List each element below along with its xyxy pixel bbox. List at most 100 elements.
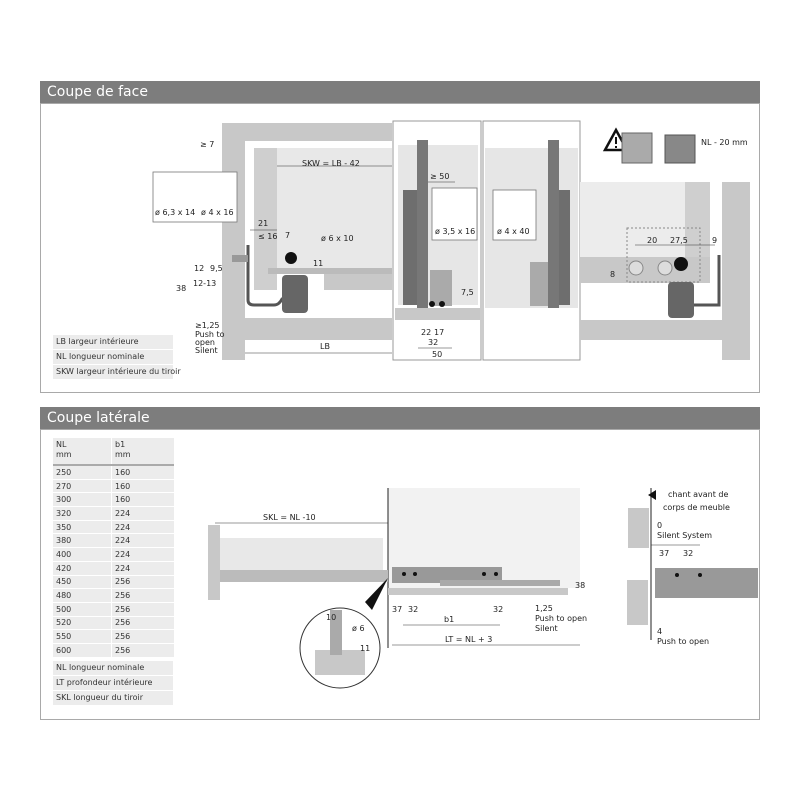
cell-nl: 270 bbox=[53, 479, 112, 494]
dimension-labels: ≥ 7 SKW = LB - 42 ø 6,3 x 14 ø 4 x 16 21… bbox=[155, 138, 748, 653]
clip-icon bbox=[621, 132, 653, 164]
dimension-label: 0 bbox=[657, 521, 662, 530]
cell-nl: 380 bbox=[53, 533, 112, 549]
dimension-label: NL - 20 mm bbox=[701, 138, 748, 147]
dimension-label: 11 bbox=[313, 259, 323, 268]
dimension-label: 38 bbox=[575, 581, 585, 590]
cell-b1: 224 bbox=[111, 547, 174, 562]
dimension-label: ø 6 x 10 bbox=[321, 234, 354, 243]
front-section-drawing bbox=[152, 120, 750, 361]
legend-laterale: NL longueur nominale LT profondeur intér… bbox=[53, 661, 173, 706]
dimension-label: Push to bbox=[195, 330, 225, 339]
dimension-label: 32 bbox=[428, 338, 438, 347]
cell-b1: 256 bbox=[111, 629, 174, 644]
dimension-label: 37 bbox=[659, 549, 669, 558]
cell-b1: 160 bbox=[111, 465, 174, 480]
dimension-label: 4 bbox=[657, 627, 662, 636]
dimension-label: 9,5 bbox=[210, 264, 223, 273]
dimension-label: Silent System bbox=[657, 531, 712, 540]
dimension-label: LT = NL + 3 bbox=[445, 635, 492, 644]
cell-nl: 450 bbox=[53, 575, 112, 590]
legend-item: LT profondeur intérieure bbox=[53, 676, 173, 690]
dimension-label: SKW = LB - 42 bbox=[302, 159, 360, 168]
dimension-label: ø 4 x 40 bbox=[497, 227, 530, 236]
locking-device-icon bbox=[664, 134, 696, 164]
dimension-label: LB bbox=[320, 342, 330, 351]
dimension-label: 8 bbox=[610, 270, 615, 279]
cell-b1: 256 bbox=[111, 588, 174, 603]
dimension-label: 32 bbox=[683, 549, 693, 558]
section-header-coupe-laterale: Coupe latérale bbox=[40, 407, 760, 429]
legend-face: LB largeur intérieure NL longueur nomina… bbox=[53, 335, 181, 380]
dimension-label: 1,25 bbox=[535, 604, 553, 613]
dimension-lines bbox=[215, 165, 715, 646]
dimension-label: 32 bbox=[408, 605, 418, 614]
dimension-label: 12-13 bbox=[193, 279, 216, 288]
legend-item: SKL longueur du tiroir bbox=[53, 691, 173, 705]
dimension-label: 20 bbox=[647, 236, 657, 245]
side-section-drawing bbox=[208, 488, 758, 689]
cell-b1: 256 bbox=[111, 575, 174, 590]
dimension-label: chant avant de bbox=[668, 490, 728, 499]
cell-nl: 250 bbox=[53, 465, 112, 480]
dimension-label: ≥ 7 bbox=[200, 140, 214, 149]
dimension-label: ≥1,25 bbox=[195, 321, 220, 330]
cell-nl: 550 bbox=[53, 629, 112, 644]
dimension-label: 32 bbox=[493, 605, 503, 614]
dimension-label: ≥ 50 bbox=[430, 172, 449, 181]
hole-dot bbox=[285, 252, 297, 264]
dimension-label: 17 bbox=[434, 328, 444, 337]
dimension-label: ø 6 bbox=[352, 624, 365, 633]
legend-item: NL longueur nominale bbox=[53, 350, 173, 364]
section-header-coupe-de-face: Coupe de face bbox=[40, 81, 760, 103]
cell-nl: 300 bbox=[53, 492, 112, 508]
dimension-label: 7,5 bbox=[461, 288, 474, 297]
cell-nl: 320 bbox=[53, 506, 112, 521]
section-coupe-de-face bbox=[40, 103, 760, 393]
cell-b1: 224 bbox=[111, 561, 174, 576]
dimension-label: 22 bbox=[421, 328, 431, 337]
cell-nl: 480 bbox=[53, 588, 112, 603]
dimension-label: 10 bbox=[326, 613, 336, 622]
dimension-label: Silent bbox=[535, 624, 558, 633]
dimension-label: SKL = NL -10 bbox=[263, 513, 316, 522]
dimension-label: 11 bbox=[360, 644, 370, 653]
dimension-label: ø 6,3 x 14 bbox=[155, 208, 195, 217]
dimension-label: open bbox=[195, 338, 215, 347]
dimension-label: Push to open bbox=[535, 614, 587, 623]
legend-item: LB largeur intérieure bbox=[53, 335, 173, 349]
dimension-label: 9 bbox=[712, 236, 717, 245]
section-coupe-laterale bbox=[40, 429, 760, 720]
cell-nl: 500 bbox=[53, 602, 112, 617]
legend-item: SKW largeur intérieure du tiroir bbox=[53, 365, 181, 379]
cell-b1: 256 bbox=[111, 602, 174, 617]
cell-b1: 256 bbox=[111, 643, 174, 658]
dimension-label: ≤ 16 bbox=[258, 232, 277, 241]
dimension-label: 21 bbox=[258, 219, 268, 228]
cell-nl: 600 bbox=[53, 643, 112, 658]
dimension-label: Push to open bbox=[657, 637, 709, 646]
cell-b1: 256 bbox=[111, 616, 174, 631]
dimension-label: ø 3,5 x 16 bbox=[435, 227, 475, 236]
cell-b1: 160 bbox=[111, 479, 174, 494]
legend-item: NL longueur nominale bbox=[53, 661, 173, 675]
cell-b1: 224 bbox=[111, 520, 174, 535]
cell-nl: 520 bbox=[53, 616, 112, 631]
dimension-label: corps de meuble bbox=[663, 503, 730, 512]
